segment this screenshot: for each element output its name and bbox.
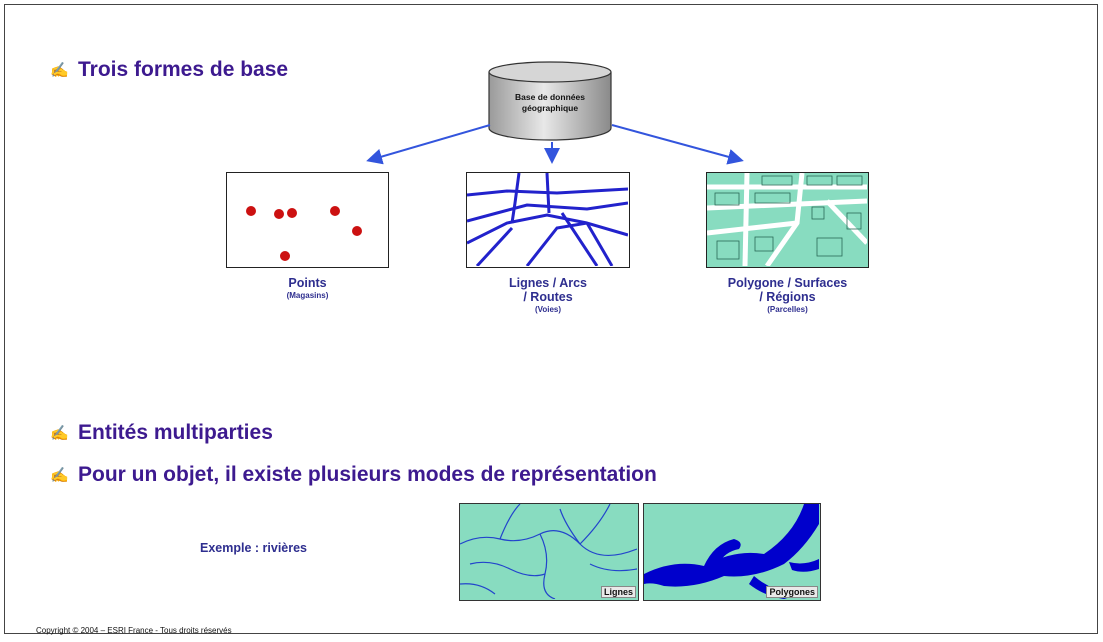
lines-caption: Lignes / Arcs / Routes (Voies) (508, 276, 588, 314)
points-panel (226, 172, 389, 268)
example-label: Exemple : rivières (200, 541, 308, 555)
point-marker (280, 251, 290, 261)
streets-map (466, 172, 629, 268)
bullet-text: Trois formes de base (78, 58, 289, 81)
point-marker (287, 208, 297, 218)
bullet-multipart: ✍ Entités multiparties (50, 421, 273, 445)
copyright-footer: Copyright © 2004 – ESRI France - Tous dr… (36, 626, 232, 635)
polygons-tag: Polygones (766, 586, 818, 598)
bullet-three-forms: ✍ Trois formes de base (50, 58, 288, 82)
slide-frame (4, 4, 1098, 634)
pencil-icon: ✍ (50, 62, 69, 79)
bullet-text: Pour un objet, il existe plusieurs modes… (78, 463, 657, 486)
rivers-polygons-panel: Polygones (643, 503, 821, 601)
rivers-polygons-map (644, 504, 819, 599)
polygons-caption: Polygone / Surfaces / Régions (Parcelles… (727, 276, 848, 314)
points-map (246, 206, 362, 261)
lines-tag: Lignes (600, 586, 636, 598)
bullet-text: Entités multiparties (78, 421, 273, 444)
parcels-map (706, 172, 869, 268)
point-marker (330, 206, 340, 216)
lines-panel (466, 172, 630, 268)
pencil-icon: ✍ (50, 467, 69, 484)
pencil-icon: ✍ (50, 425, 69, 442)
point-marker (274, 209, 284, 219)
point-marker (246, 206, 256, 216)
points-caption: Points (Magasins) (286, 276, 329, 300)
bullet-representation-modes: ✍ Pour un objet, il existe plusieurs mod… (50, 463, 657, 487)
rivers-lines-panel: Lignes (459, 503, 639, 601)
polygons-panel (706, 172, 869, 268)
rivers-lines-map (459, 503, 638, 600)
database-cylinder-icon (488, 61, 612, 141)
point-marker (352, 226, 362, 236)
database-label: Base de données géographique (515, 92, 585, 113)
